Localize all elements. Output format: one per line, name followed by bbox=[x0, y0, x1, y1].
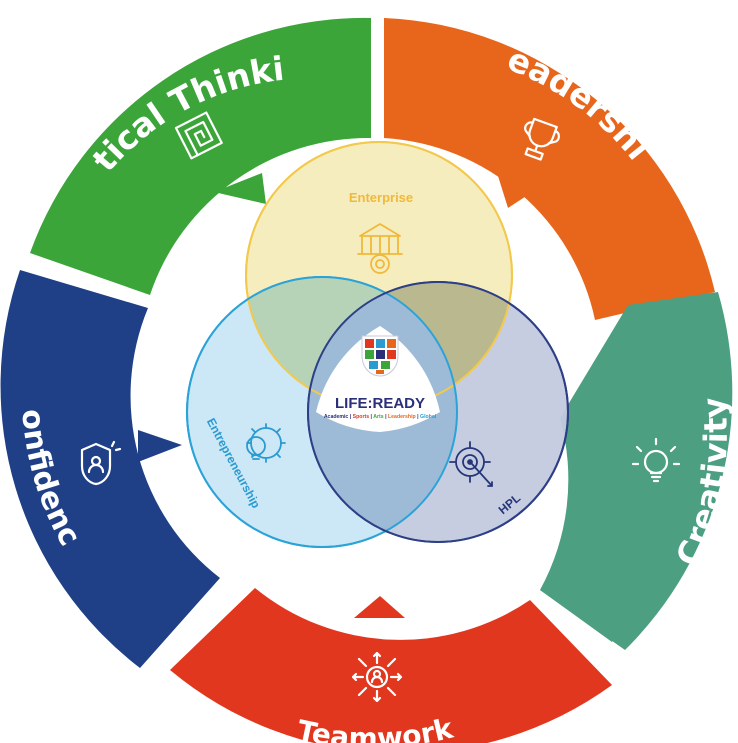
maze-icon bbox=[174, 111, 223, 160]
subtitle-part-5: | bbox=[384, 414, 388, 420]
venn-outline-hpl bbox=[307, 281, 569, 543]
shield-person-icon bbox=[80, 440, 122, 486]
shield-collage-icon bbox=[361, 335, 399, 377]
center-logo-title: LIFE:READY bbox=[335, 395, 425, 412]
lightbulb-icon bbox=[631, 437, 681, 483]
trophy-icon bbox=[524, 117, 560, 161]
subtitle-part-0: Academic bbox=[324, 414, 349, 420]
arrow-creativity bbox=[584, 428, 614, 472]
subtitle-part-4: Arts bbox=[373, 414, 383, 420]
subtitle-part-3: | bbox=[369, 414, 373, 420]
venn-outline-entrepreneurship bbox=[186, 276, 458, 548]
center-logo-background bbox=[316, 326, 440, 432]
arrow-confidence bbox=[138, 430, 182, 462]
center-logo[interactable]: LIFE:READY Academic | Sports | Arts | Le… bbox=[316, 326, 440, 432]
venn-diagram: Enterprise Entrepreneurship HPL bbox=[186, 141, 569, 548]
lightbulb-gear-icon bbox=[246, 423, 286, 463]
target-icon bbox=[449, 441, 493, 487]
segment-critical-thinking-shape bbox=[30, 17, 371, 295]
segment-leadership-shape bbox=[384, 18, 715, 320]
venn-label-enterprise: Enterprise bbox=[349, 190, 413, 205]
building-gear-icon bbox=[357, 223, 403, 274]
segment-creativity[interactable]: Creativity bbox=[540, 292, 735, 650]
arrow-leadership bbox=[498, 176, 543, 208]
segment-creativity-shape-outer bbox=[540, 292, 733, 650]
arrow-teamwork bbox=[354, 596, 405, 618]
arrow-critical-thinking bbox=[214, 173, 266, 204]
center-logo-subtitle: Academic | Sports | Arts | Leadership | … bbox=[324, 414, 437, 420]
subtitle-part-2: Sports bbox=[353, 414, 370, 420]
team-network-icon bbox=[351, 651, 403, 703]
subtitle-part-6: Leadership bbox=[388, 414, 416, 420]
subtitle-part-8: Global bbox=[420, 414, 437, 420]
segment-teamwork[interactable]: Teamwork bbox=[170, 588, 612, 743]
segment-teamwork-shape bbox=[170, 588, 612, 743]
subtitle-part-1: | bbox=[348, 414, 352, 420]
subtitle-part-7: | bbox=[416, 414, 420, 420]
